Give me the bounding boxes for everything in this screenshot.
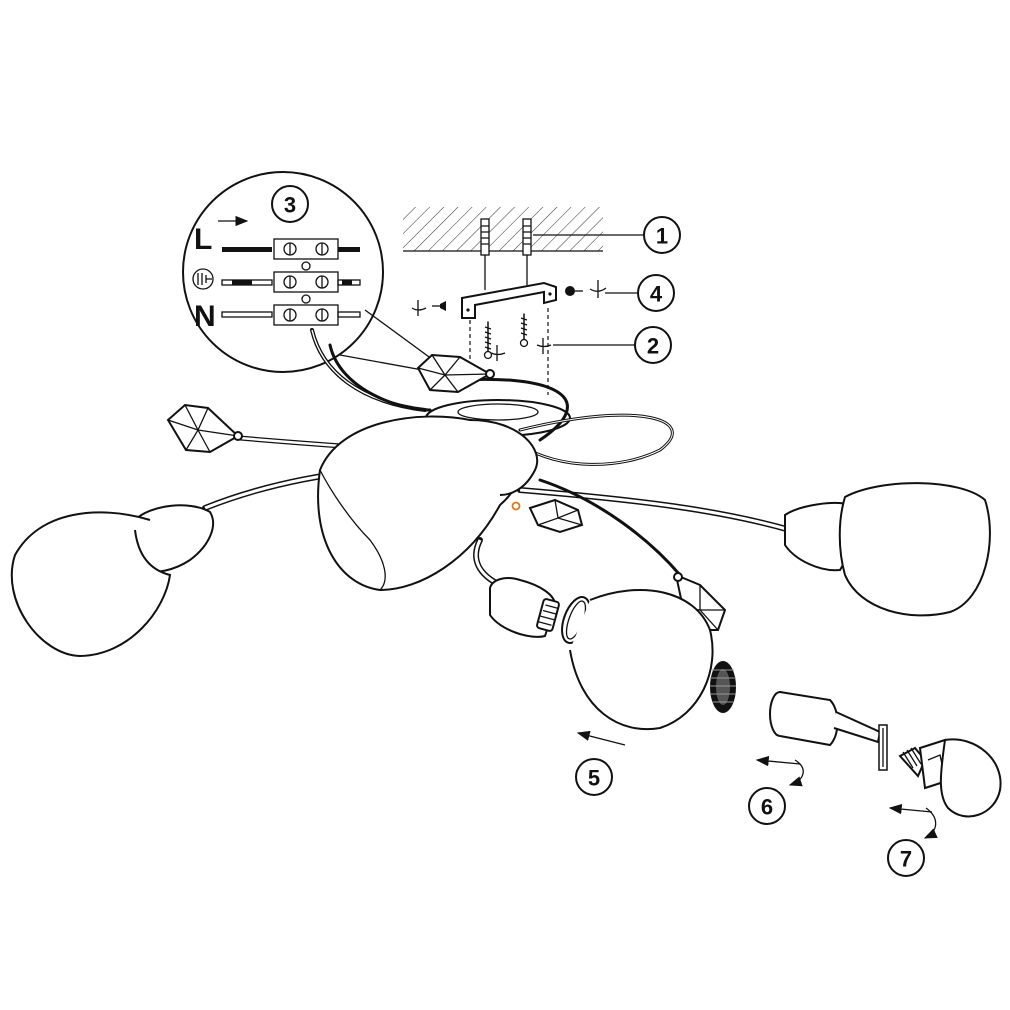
mounting-bracket [461, 281, 557, 319]
rotate-direction-icon [755, 755, 804, 787]
callout-3: 3 [271, 185, 309, 223]
wall-plug-left [480, 218, 490, 256]
live-label: L [194, 223, 212, 256]
bracket-screw-left [432, 301, 446, 311]
socket-cup [489, 577, 560, 638]
crystal-drop [166, 403, 243, 454]
wiring-detail: L N [182, 171, 427, 412]
ceiling [403, 207, 603, 252]
light-bulb [898, 738, 1002, 818]
callout-1: 1 [643, 216, 681, 254]
rotate-arrow-icon [490, 345, 506, 361]
terminal-block [273, 238, 339, 326]
ceiling-screw-right [519, 313, 529, 348]
callout-2: 2 [634, 326, 672, 364]
direction-arrow-icon [576, 730, 626, 746]
rotate-arrow-icon [536, 338, 552, 354]
supply-wire-live [222, 247, 272, 252]
callout-number: 3 [284, 193, 296, 218]
earth-ground-icon [192, 268, 214, 290]
threaded-ring [710, 661, 736, 713]
callout-7: 7 [887, 839, 925, 877]
callout-number: 4 [650, 282, 663, 307]
callout-number: 2 [647, 334, 659, 359]
glass-shade-left [10, 504, 215, 658]
supply-wire-earth [221, 279, 273, 286]
glass-shade-right [784, 482, 991, 617]
callout-4: 4 [637, 274, 675, 312]
glass-shade-center [317, 415, 539, 592]
rotate-direction-icon [888, 803, 938, 839]
rotate-arrow-icon [411, 300, 427, 316]
callout-6: 6 [748, 787, 786, 825]
neutral-label: N [194, 300, 216, 333]
callout-number: 1 [656, 224, 668, 249]
accent-marker [511, 501, 521, 511]
callout-5: 5 [575, 758, 613, 796]
wall-plug-right [522, 218, 532, 256]
callout-number: 7 [900, 847, 912, 872]
callout-number: 5 [588, 766, 600, 791]
supply-wire-neutral [221, 311, 273, 318]
crystal-drop [416, 353, 495, 394]
callout-number: 6 [761, 795, 773, 820]
rotate-arrow-icon [589, 280, 607, 298]
glass-shade-detached [561, 589, 714, 731]
crystal-drop [528, 498, 584, 534]
lamp-holder [769, 691, 888, 771]
bracket-screw-right [565, 286, 583, 296]
ceiling-screw-left [483, 321, 493, 360]
